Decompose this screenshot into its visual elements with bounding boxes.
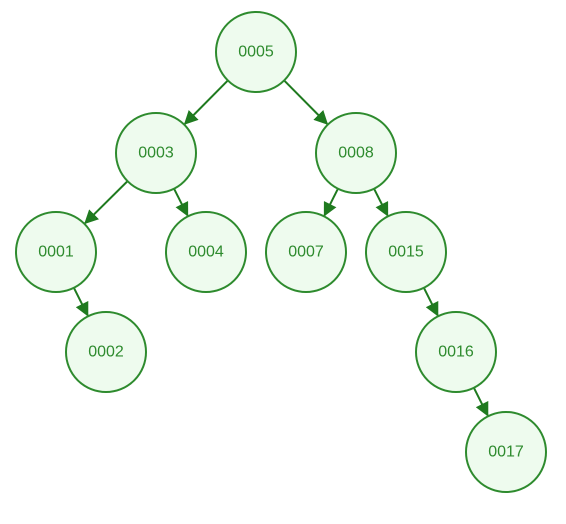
tree-edges bbox=[72, 79, 489, 417]
edge-n8-to-n7 bbox=[323, 188, 339, 217]
node-label: 0001 bbox=[38, 244, 74, 261]
node-label: 0003 bbox=[138, 145, 174, 162]
edge-n5-to-n3 bbox=[183, 79, 229, 125]
tree-node-0008: 0008 bbox=[315, 112, 397, 194]
tree-node-0004: 0004 bbox=[165, 211, 247, 293]
tree-node-0003: 0003 bbox=[115, 112, 197, 194]
tree-node-0001: 0001 bbox=[15, 211, 97, 293]
node-label: 0002 bbox=[88, 344, 124, 361]
node-label: 0016 bbox=[438, 344, 474, 361]
node-label: 0007 bbox=[288, 244, 324, 261]
node-circle bbox=[115, 112, 197, 194]
node-label: 0008 bbox=[338, 145, 374, 162]
tree-node-0002: 0002 bbox=[65, 311, 147, 393]
tree-node-0015: 0015 bbox=[365, 211, 447, 293]
edge-n1-to-n2 bbox=[72, 287, 89, 317]
node-label: 0004 bbox=[188, 244, 224, 261]
node-circle bbox=[465, 411, 547, 493]
tree-node-0007: 0007 bbox=[265, 211, 347, 293]
tree-node-0005: 0005 bbox=[215, 11, 297, 93]
node-label: 0015 bbox=[388, 244, 424, 261]
edge-n3-to-n4 bbox=[173, 188, 189, 217]
tree-node-0017: 0017 bbox=[465, 411, 547, 493]
node-label: 0005 bbox=[238, 44, 274, 61]
node-circle bbox=[265, 211, 347, 293]
edge-n15-to-n16 bbox=[422, 287, 439, 317]
tree-nodes: 0005 0003 0008 0001 0004 0007 0015 0002 0016 0017 bbox=[15, 11, 547, 493]
edge-n8-to-n15 bbox=[373, 188, 389, 217]
node-circle bbox=[165, 211, 247, 293]
node-circle bbox=[15, 211, 97, 293]
node-circle bbox=[215, 11, 297, 93]
node-circle bbox=[365, 211, 447, 293]
node-circle bbox=[65, 311, 147, 393]
edge-n5-to-n8 bbox=[283, 79, 329, 125]
node-label: 0017 bbox=[488, 444, 524, 461]
edge-n16-to-n17 bbox=[472, 387, 489, 417]
edge-n3-to-n1 bbox=[84, 180, 129, 225]
node-circle bbox=[415, 311, 497, 393]
tree-node-0016: 0016 bbox=[415, 311, 497, 393]
node-circle bbox=[315, 112, 397, 194]
